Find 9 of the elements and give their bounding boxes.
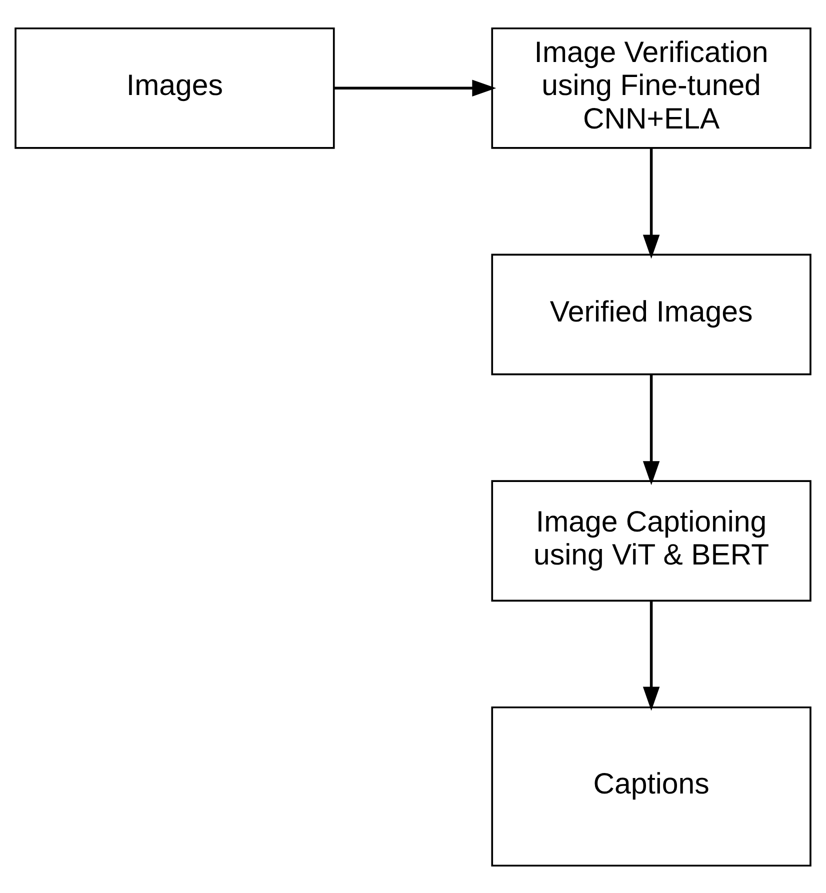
arrow (642, 374, 660, 485)
arrow (334, 79, 496, 96)
node-box: Image Captioning using ViT & BERT (491, 480, 812, 602)
arrow (642, 148, 660, 258)
node-box: Image Verification using Fine-tuned CNN+ELA (491, 26, 812, 148)
arrow (642, 600, 660, 710)
node-box: Verified Images (491, 253, 812, 375)
node-box: Captions (491, 706, 812, 866)
node-box: Images (14, 26, 335, 148)
